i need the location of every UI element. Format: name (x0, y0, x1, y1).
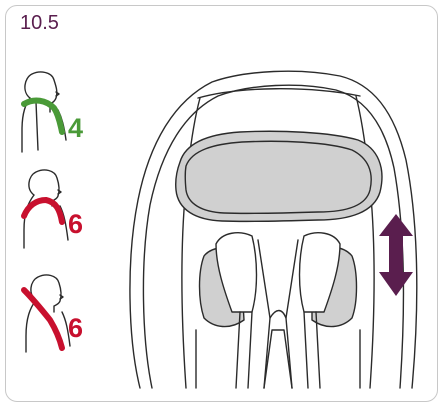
double-arrow-vertical-icon (379, 214, 413, 296)
belt-incorrect-2 (24, 290, 62, 348)
figure-incorrect-1 (24, 170, 68, 248)
car-seat (130, 71, 417, 388)
belt-position-number-2: 6 (68, 209, 83, 240)
belt-position-number-3: 6 (68, 313, 83, 344)
belt-incorrect-1 (24, 200, 62, 222)
belt-position-number-1: 4 (68, 113, 83, 144)
figure-incorrect-2 (24, 275, 70, 352)
figure-correct (22, 72, 66, 152)
belt-correct (24, 101, 62, 132)
